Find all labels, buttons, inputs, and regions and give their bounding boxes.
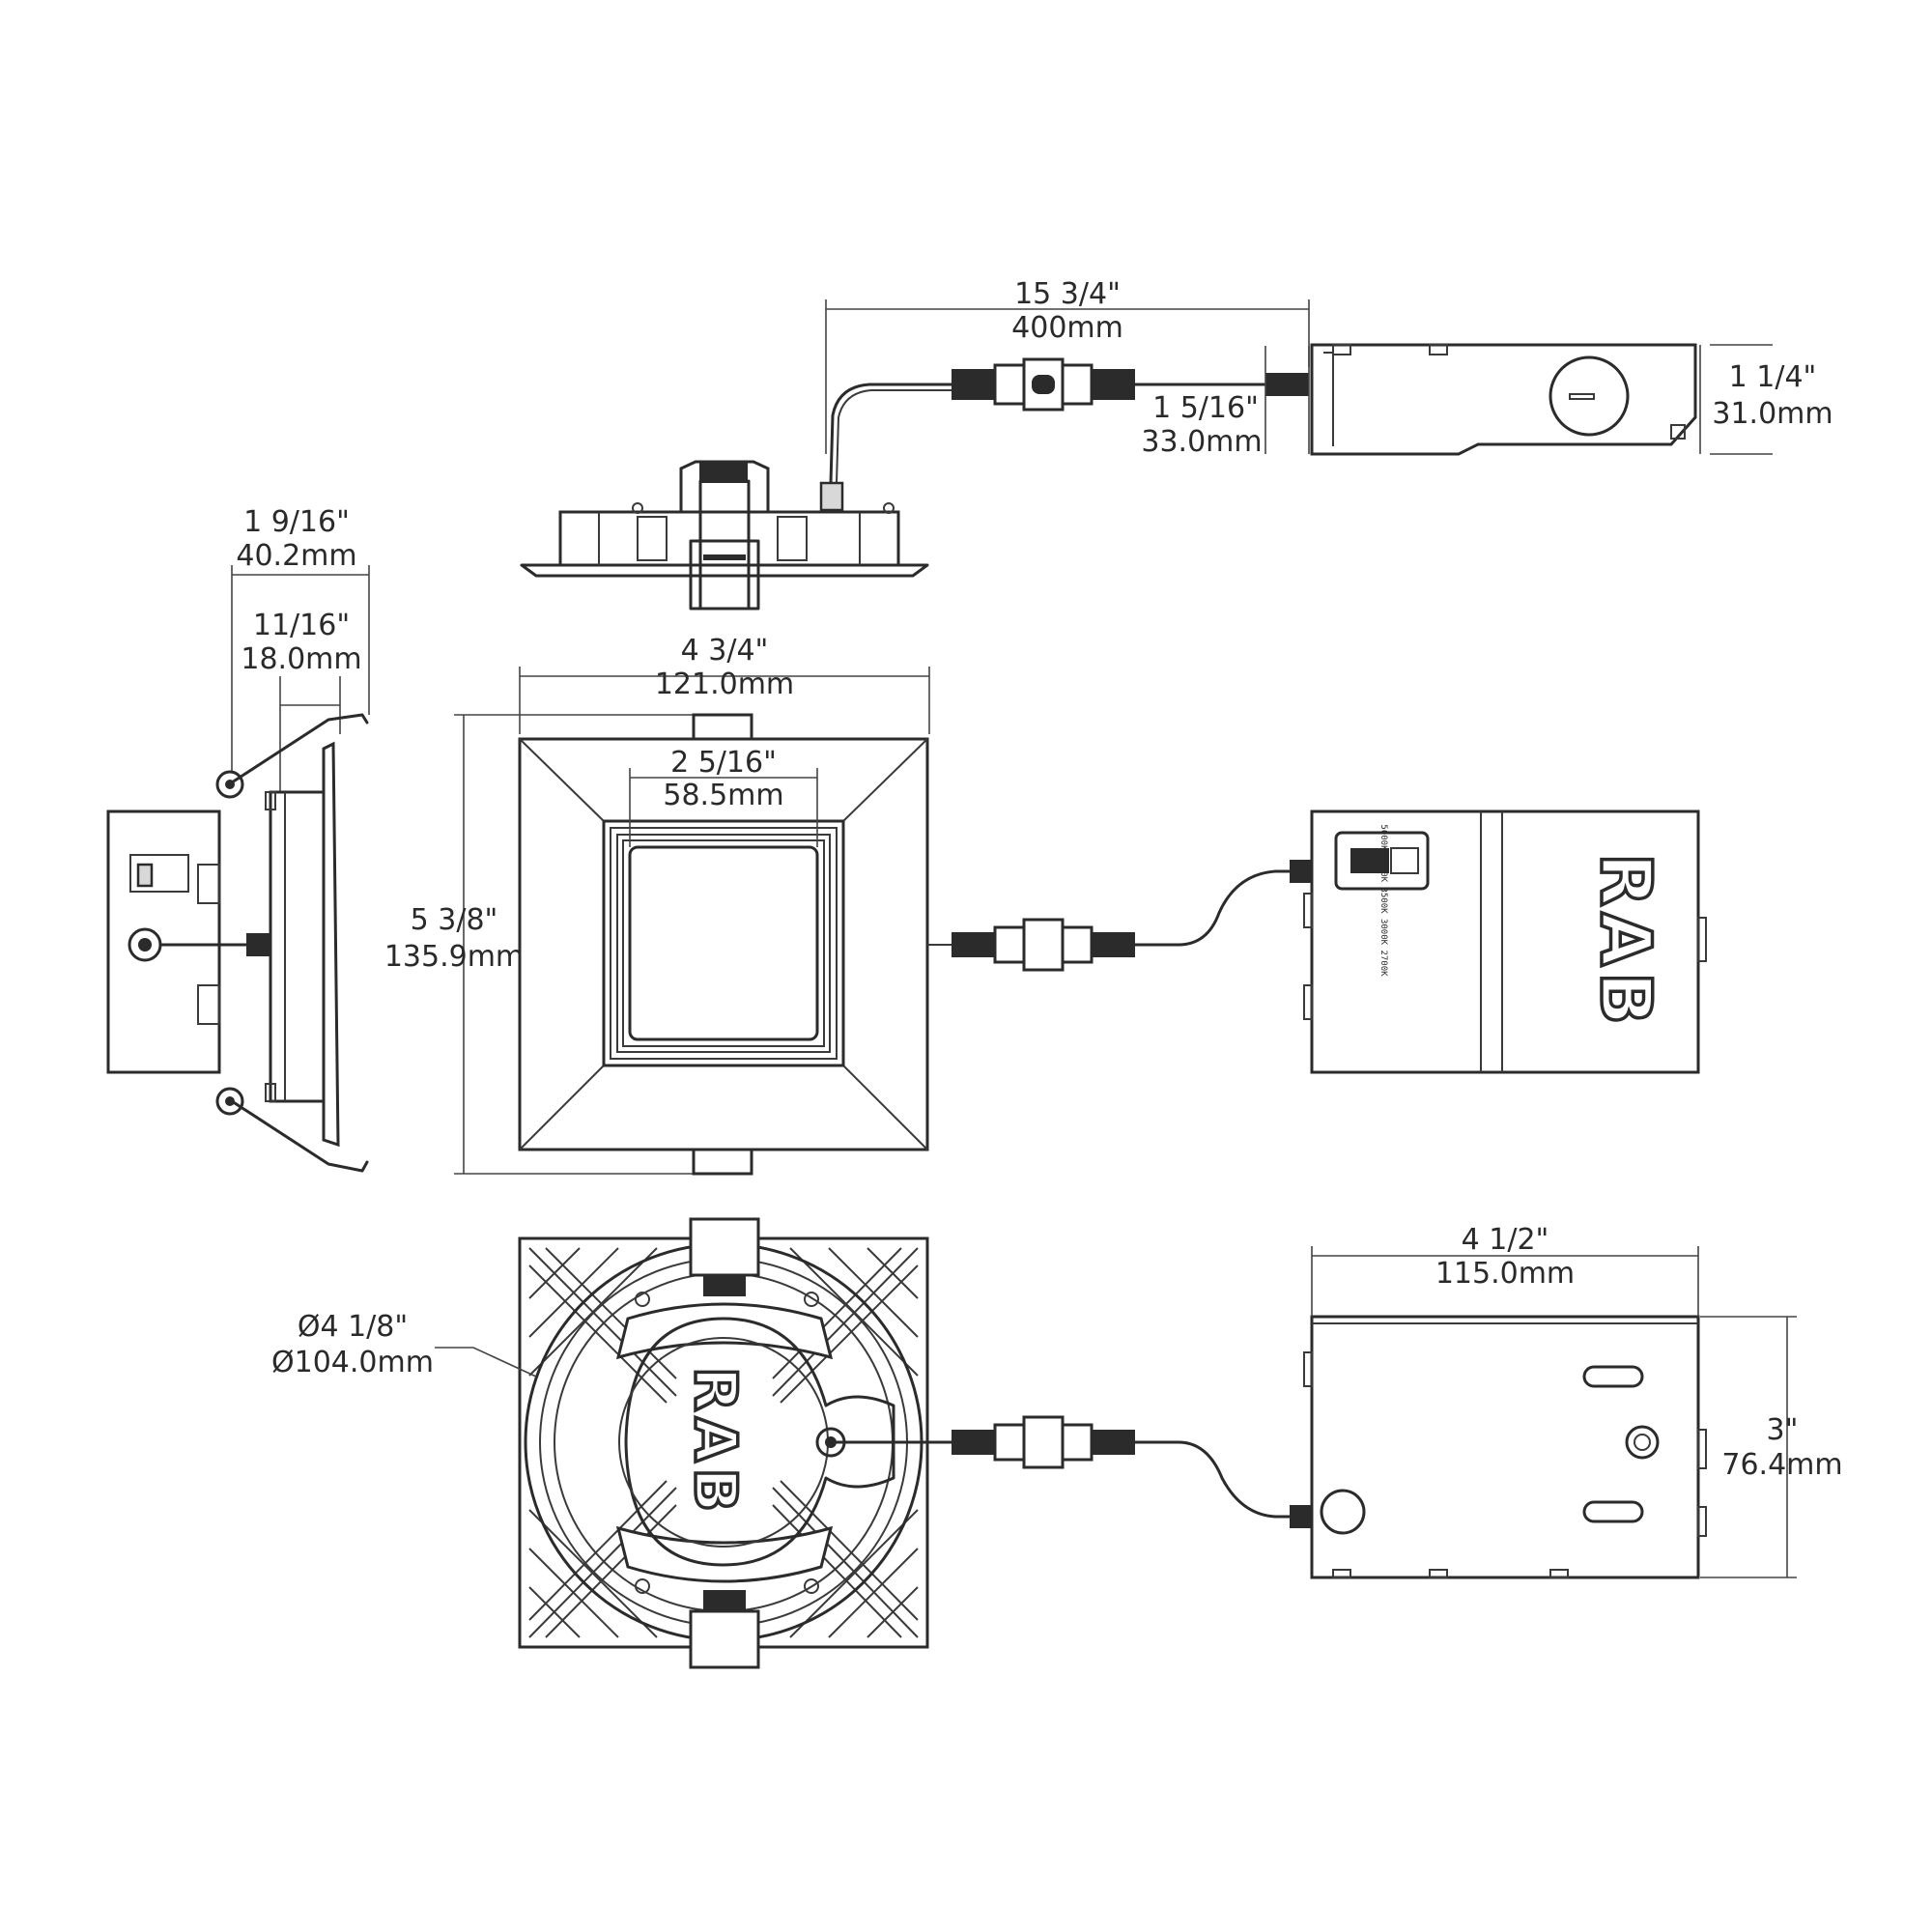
cable-length-metric: 400mm: [1011, 311, 1123, 345]
cutout-diameter-imperial: Ø4 1/8": [298, 1310, 408, 1344]
fixture-depth-imperial: 11/16": [253, 609, 350, 642]
driver-width-imperial: 3": [1767, 1413, 1799, 1447]
connector-offset-imperial: 1 5/16": [1152, 391, 1259, 425]
aperture-width-imperial: 2 5/16": [670, 746, 777, 780]
driver-height-imperial: 1 1/4": [1729, 360, 1817, 394]
cable-length-imperial: 15 3/4": [1014, 277, 1121, 311]
driver-height-metric: 31.0mm: [1712, 397, 1833, 431]
front-view: 4 3/4" 121.0mm 5 3/8" 135.9mm 2 5/16" 58…: [384, 634, 1707, 1176]
trim-width-metric: 121.0mm: [655, 668, 794, 701]
top-side-view: 15 3/4" 400mm 1 5/16" 33.0mm: [520, 277, 1833, 611]
cutout-diameter-metric: Ø104.0mm: [271, 1346, 434, 1379]
cct-selector-label: 5000K 4000K 3500K 3000K 2700K: [1378, 824, 1388, 977]
driver-length-metric: 115.0mm: [1435, 1257, 1575, 1291]
bottom-view: RAB Ø4 1/8" Ø104.0mm 4 1/2": [271, 1217, 1843, 1669]
overall-depth-imperial: 1 9/16": [243, 505, 350, 539]
connector-offset-metric: 33.0mm: [1141, 425, 1262, 459]
trim-width-imperial: 4 3/4": [681, 634, 769, 668]
trim-height-imperial: 5 3/8": [411, 903, 498, 937]
fixture-depth-metric: 18.0mm: [241, 642, 361, 676]
driver-width-metric: 76.4mm: [1721, 1448, 1842, 1482]
left-side-view: 1 9/16" 40.2mm 11/16" 18.0mm: [106, 505, 370, 1173]
overall-depth-metric: 40.2mm: [236, 539, 356, 573]
driver-length-imperial: 4 1/2": [1462, 1223, 1549, 1257]
rab-logo: RAB: [1585, 853, 1666, 1031]
trim-height-metric: 135.9mm: [384, 940, 524, 974]
aperture-width-metric: 58.5mm: [663, 779, 783, 812]
rab-logo-back: RAB: [681, 1367, 749, 1518]
